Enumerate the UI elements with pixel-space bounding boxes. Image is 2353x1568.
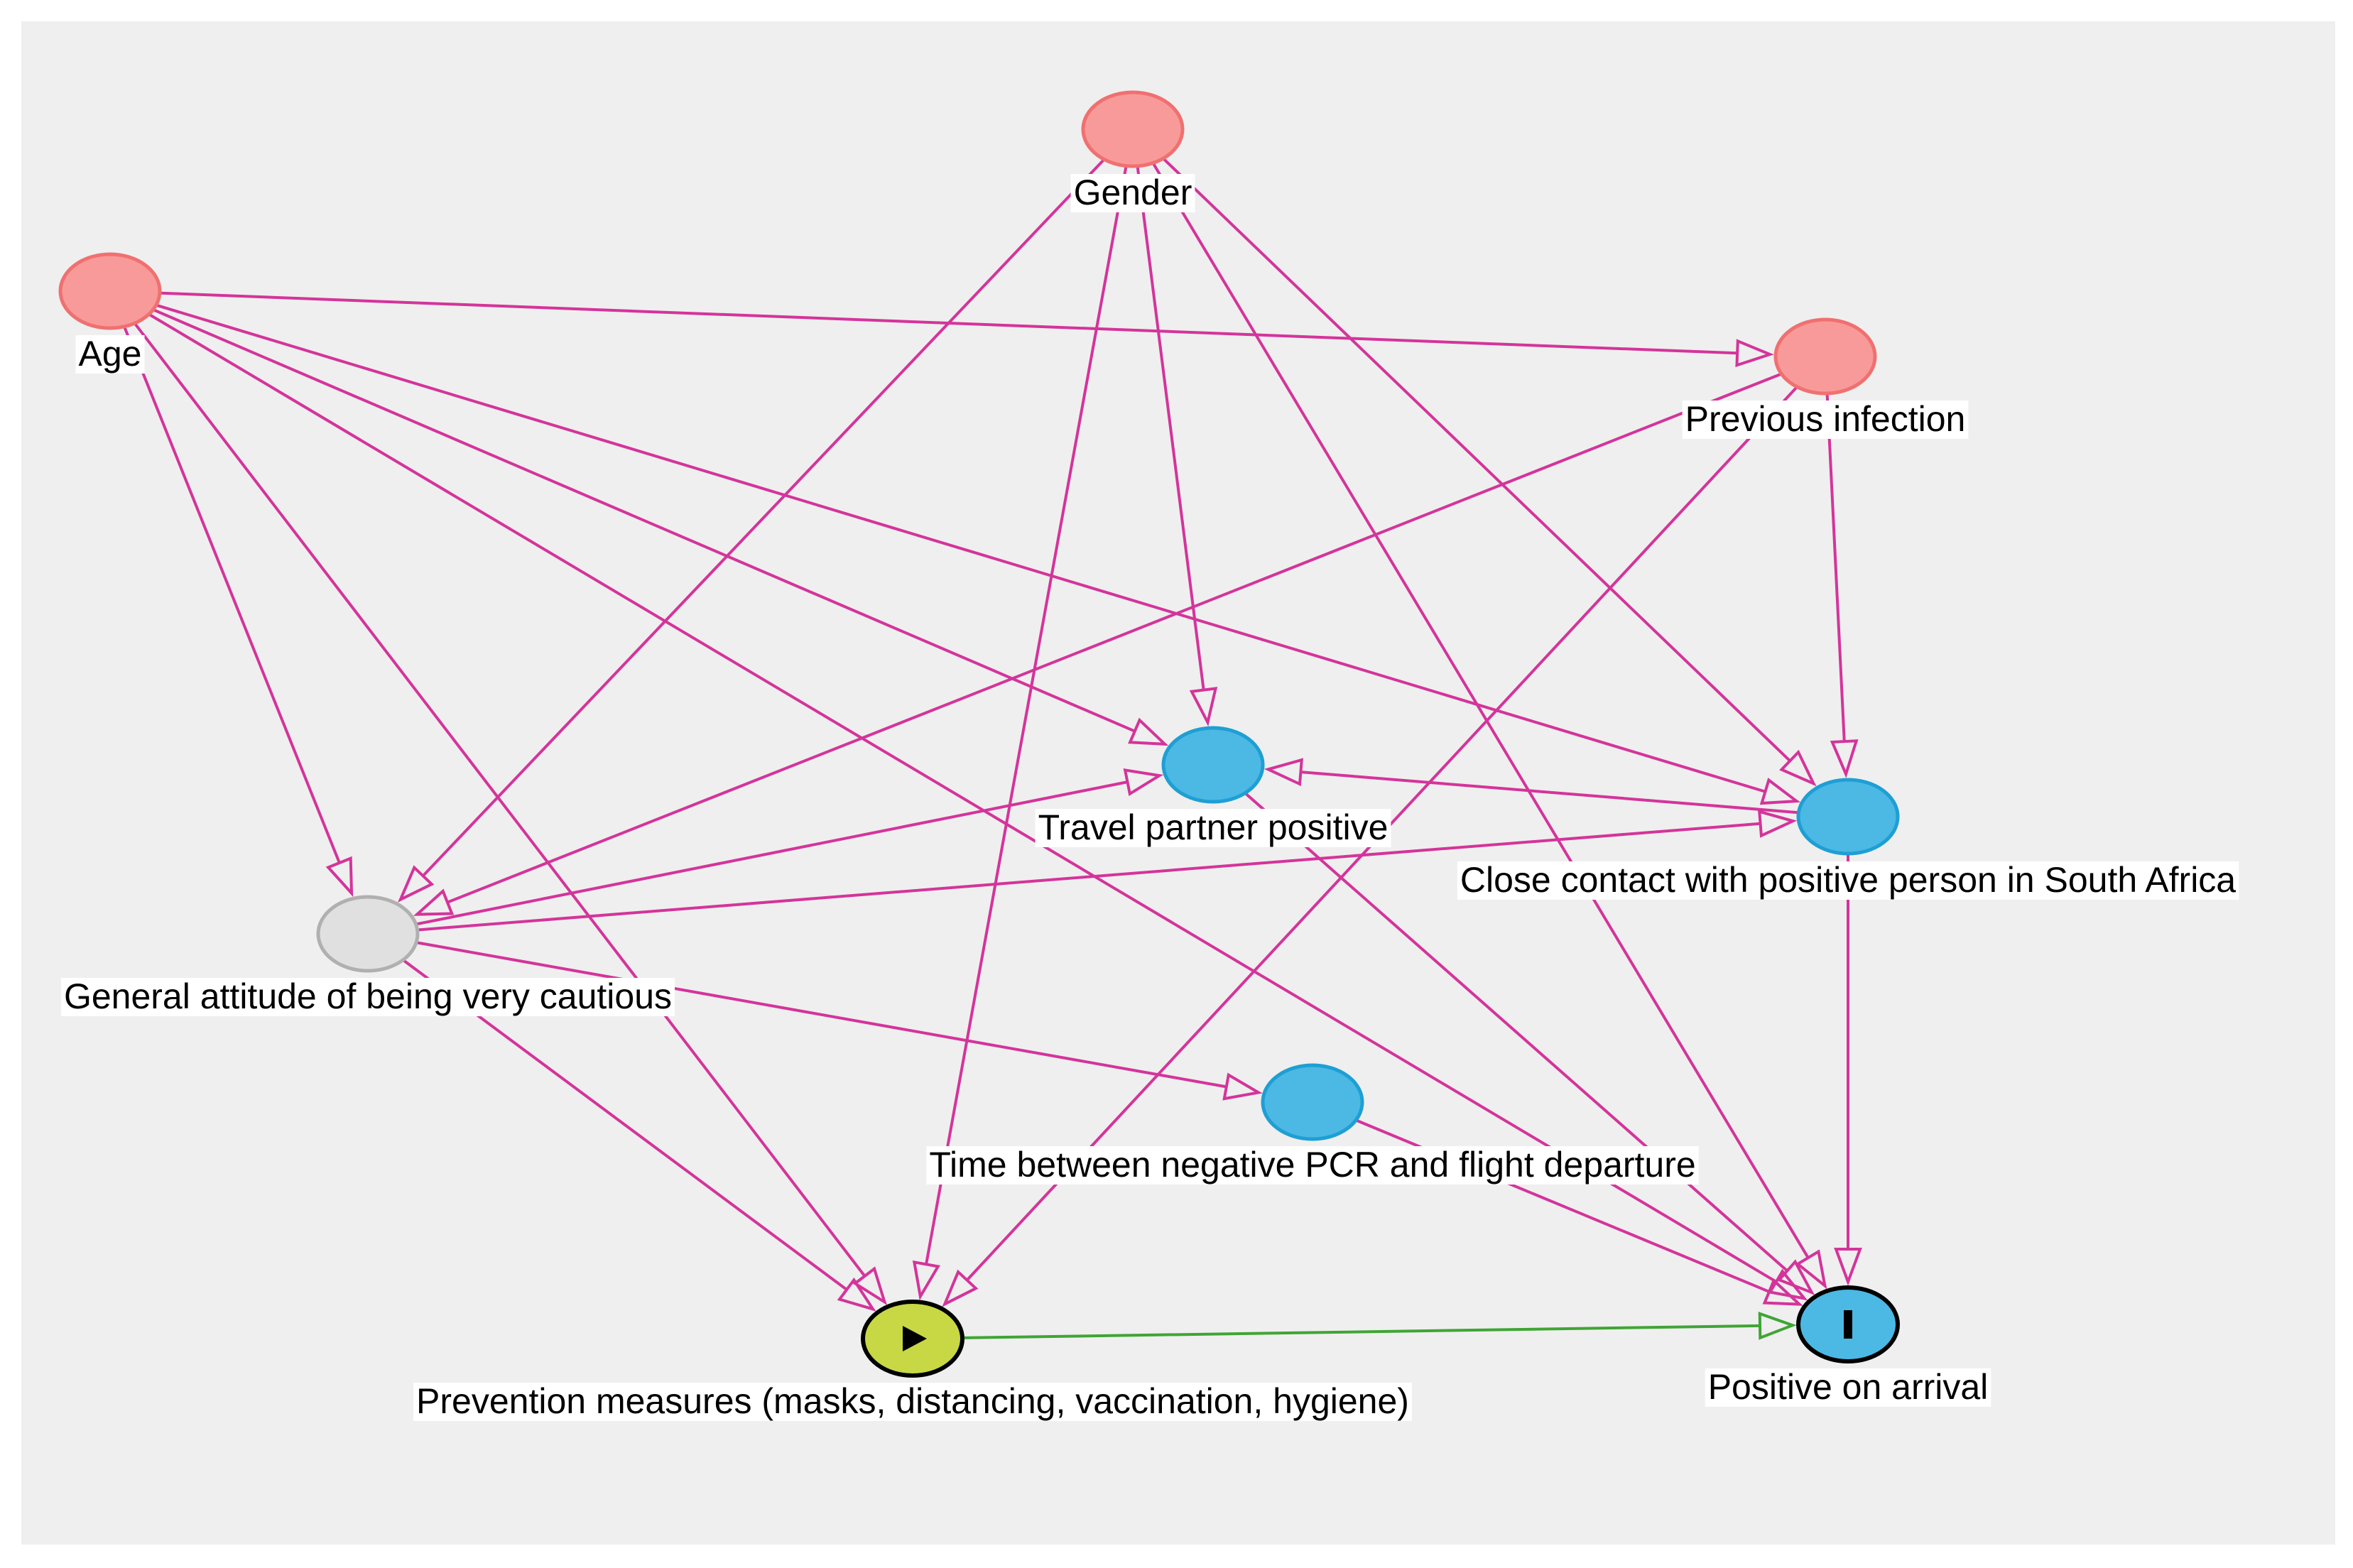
node-label-bg: [926, 1146, 1699, 1185]
arrowhead-gender-to-positive_arrival: [1795, 1249, 1827, 1290]
node-gender[interactable]: Gender: [1070, 90, 1195, 212]
node-label: Previous infection: [1685, 399, 1966, 439]
arrowhead-attitude-to-travel_partner: [1123, 768, 1164, 796]
edge-gender-to-close_contact: [1163, 158, 1791, 762]
arrowhead-gender-to-prevention: [912, 1260, 940, 1301]
arrowhead-attitude-to-prevention: [837, 1277, 876, 1312]
arrowhead-time_pcr-to-positive_arrival: [1762, 1278, 1803, 1306]
node-label: Prevention measures (masks, distancing, …: [416, 1381, 1409, 1421]
node-attitude[interactable]: General attitude of being very cautious: [60, 895, 675, 1016]
arrowhead-age-to-previous_infection: [1735, 339, 1774, 368]
arrowhead-age-to-close_contact: [1759, 778, 1801, 805]
node-age[interactable]: Age: [58, 252, 162, 374]
edge-attitude-to-close_contact: [418, 822, 1761, 932]
edge-attitude-to-time_pcr: [417, 941, 1227, 1089]
arrowhead-attitude-to-close_contact: [1758, 810, 1798, 838]
node-ellipse-time-pcr[interactable]: [1261, 1063, 1364, 1141]
node-label: Positive on arrival: [1708, 1367, 1989, 1407]
edges-layer: [123, 158, 1862, 1340]
bar-icon: [1844, 1310, 1852, 1339]
node-time-pcr[interactable]: Time between negative PCR and flight dep…: [926, 1063, 1699, 1185]
arrowhead-age-to-travel_partner: [1128, 717, 1169, 746]
edge-age-to-attitude: [123, 327, 341, 864]
node-ellipse-age[interactable]: [58, 252, 162, 330]
edge-previous_infection-to-attitude: [447, 373, 1781, 904]
edge-gender-to-positive_arrival: [1152, 163, 1810, 1259]
edge-gender-to-attitude: [422, 159, 1104, 877]
node-ellipse-gender[interactable]: [1081, 90, 1185, 168]
node-label-bg: [1070, 174, 1195, 212]
edge-gender-to-travel_partner: [1136, 167, 1205, 690]
arrowhead-prevention-to-positive_arrival: [1758, 1312, 1797, 1340]
edge-close_contact-to-travel_partner: [1300, 771, 1798, 815]
play-icon: [903, 1326, 927, 1351]
node-label: Time between negative PCR and flight dep…: [929, 1145, 1695, 1185]
node-label-bg: [413, 1383, 1412, 1421]
edge-age-to-prevention: [134, 323, 866, 1278]
node-label: Travel partner positive: [1038, 807, 1389, 847]
node-label: Gender: [1074, 173, 1192, 212]
node-ellipse-travel-partner[interactable]: [1161, 726, 1265, 804]
arrowhead-gender-to-attitude: [397, 865, 435, 903]
arrowhead-gender-to-travel_partner: [1189, 687, 1218, 727]
arrowhead-close_contact-to-positive_arrival: [1834, 1248, 1862, 1286]
edge-travel_partner-to-positive_arrival: [1245, 793, 1788, 1273]
node-ellipse-close-contact[interactable]: [1796, 778, 1900, 856]
node-label: Close contact with positive person in So…: [1460, 860, 2236, 900]
arrowhead-gender-to-close_contact: [1779, 749, 1817, 787]
arrowhead-close_contact-to-travel_partner: [1264, 758, 1304, 787]
node-label: General attitude of being very cautious: [64, 976, 672, 1016]
edge-prevention-to-positive_arrival: [963, 1324, 1761, 1339]
node-label-bg: [75, 335, 145, 374]
arrowhead-previous_infection-to-prevention: [942, 1269, 979, 1307]
node-label-bg: [1682, 401, 1969, 439]
arrowhead-previous_infection-to-close_contact: [1830, 739, 1859, 778]
node-label-bg: [60, 978, 675, 1016]
edge-gender-to-prevention: [925, 167, 1128, 1265]
node-label-bg: [1035, 809, 1391, 847]
edge-previous_infection-to-close_contact: [1825, 394, 1846, 742]
node-previous-infection[interactable]: Previous infection: [1682, 317, 1969, 439]
node-ellipse-previous-infection[interactable]: [1773, 317, 1877, 396]
node-label-bg: [1457, 861, 2239, 900]
node-label: Age: [79, 334, 142, 374]
arrowhead-attitude-to-time_pcr: [1222, 1072, 1263, 1101]
node-positive-arrival[interactable]: Positive on arrival: [1705, 1285, 1991, 1407]
node-label-bg: [1705, 1368, 1991, 1407]
node-travel-partner[interactable]: Travel partner positive: [1035, 726, 1391, 847]
edge-attitude-to-travel_partner: [417, 780, 1128, 926]
edge-age-to-positive_arrival: [149, 313, 1777, 1283]
node-close-contact[interactable]: Close contact with positive person in So…: [1457, 778, 2239, 900]
arrowhead-age-to-prevention: [852, 1266, 888, 1306]
arrowhead-travel_partner-to-positive_arrival: [1776, 1259, 1815, 1295]
arrowhead-age-to-attitude: [325, 856, 354, 898]
node-ellipse-attitude[interactable]: [316, 895, 420, 973]
arrowhead-previous_infection-to-attitude: [413, 888, 455, 916]
edge-age-to-travel_partner: [153, 308, 1136, 733]
node-prevention[interactable]: Prevention measures (masks, distancing, …: [413, 1300, 1412, 1421]
